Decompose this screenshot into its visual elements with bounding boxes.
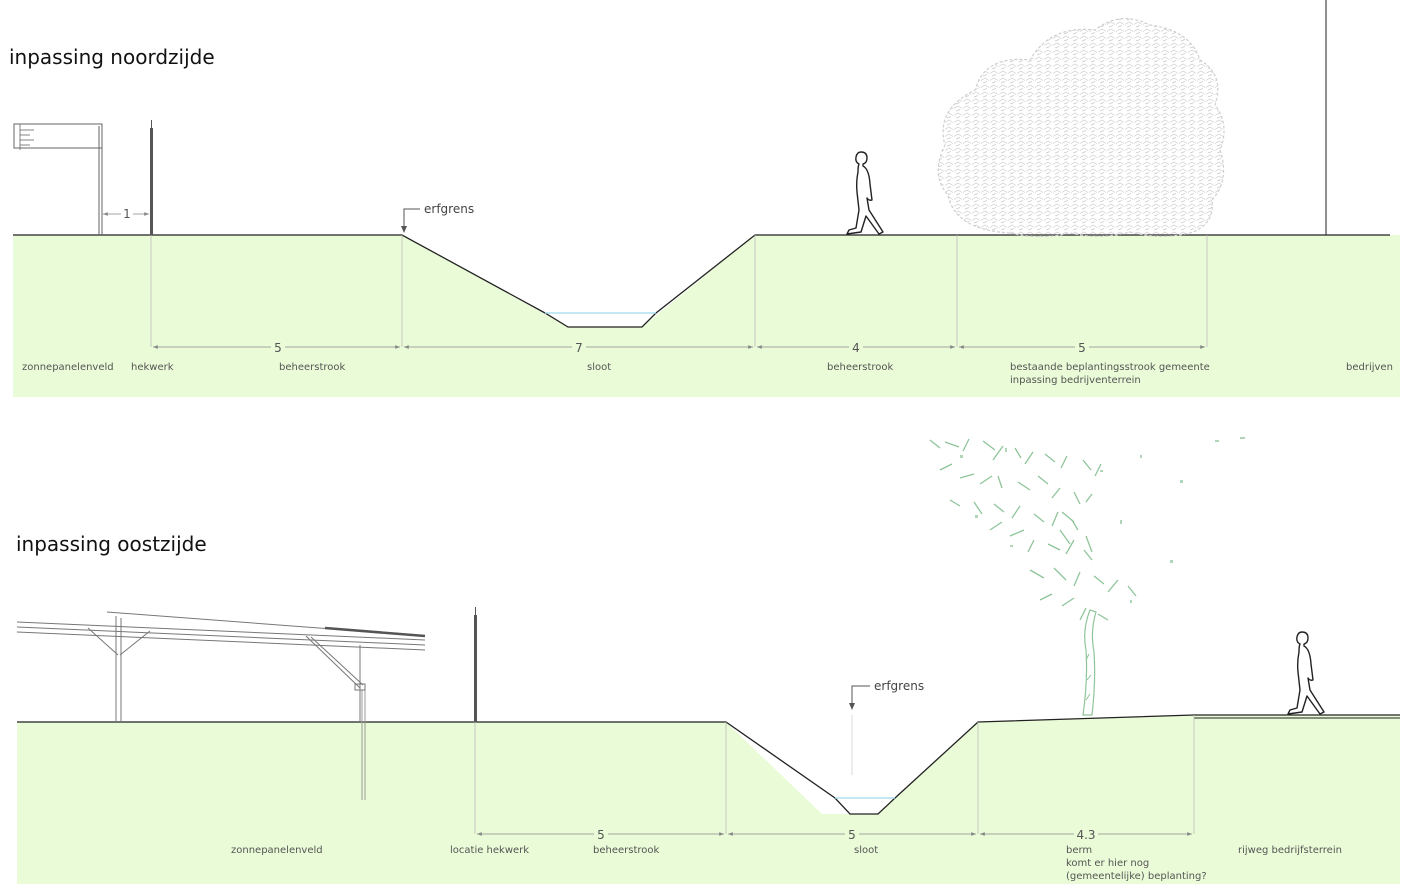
north-erfgrens-label: erfgrens: [424, 202, 474, 216]
north-label-bedrijven: bedrijven: [1346, 362, 1393, 373]
north-dim-chain: 5 7 4 5: [153, 340, 1205, 355]
north-erfgrens-marker: erfgrens: [401, 202, 474, 233]
east-label-berm-3: (gemeentelijke) beplanting?: [1066, 871, 1207, 882]
north-label-beplanting-1: bestaande beplantingsstrook gemeente: [1010, 362, 1210, 373]
east-title: inpassing oostzijde: [16, 532, 207, 556]
north-ground-line: [13, 234, 1390, 328]
east-extension-lines: [474, 715, 1195, 834]
north-dim-sloot: 7: [575, 341, 583, 355]
east-label-sloot: sloot: [854, 845, 878, 856]
north-dim-beheerstrook1: 5: [274, 341, 282, 355]
north-fence-post-icon: [150, 120, 153, 235]
north-label-beheerstrook2: beheerstrook: [827, 362, 894, 373]
north-ground: [13, 235, 1400, 397]
east-person-icon: [1287, 631, 1325, 715]
north-zone-labels: zonnepanelenveld hekwerk beheerstrook sl…: [22, 362, 1393, 386]
east-dim-beheerstrook: 5: [597, 828, 605, 842]
east-label-beheerstrook: beheerstrook: [593, 845, 660, 856]
north-title: inpassing noordzijde: [9, 45, 215, 69]
north-section: inpassing noordzijde 1: [9, 0, 1400, 397]
north-dim-beplanting: 5: [1078, 341, 1086, 355]
east-label-berm-1: berm: [1066, 845, 1092, 856]
north-person-icon: [846, 151, 884, 235]
east-section: inpassing oostzijde: [16, 437, 1400, 884]
east-label-rijweg: rijweg bedrijfsterrein: [1238, 845, 1342, 856]
east-dim-berm: 4.3: [1076, 828, 1095, 842]
east-erfgrens-marker: erfgrens: [849, 679, 924, 775]
east-label-berm-2: komt er hier nog: [1066, 858, 1149, 869]
north-solar-panel-icon: [13, 123, 103, 235]
east-tree-icon: [929, 437, 1245, 716]
east-erfgrens-label: erfgrens: [874, 679, 924, 693]
north-dim-1: 1: [103, 207, 149, 221]
east-ground: [17, 715, 1400, 884]
east-solar-panel-icon: [16, 611, 426, 800]
north-dim-1-value: 1: [123, 207, 131, 221]
north-label-beplanting-2: inpassing bedrijventerrein: [1010, 375, 1141, 386]
east-fence-post-icon: [474, 607, 477, 722]
east-dim-sloot: 5: [848, 828, 856, 842]
east-ground-line: [17, 714, 1400, 815]
east-label-zonnepanelenveld: zonnepanelenveld: [231, 845, 323, 856]
north-label-zonnepanelenveld: zonnepanelenveld: [22, 362, 114, 373]
east-label-locatie-hekwerk: locatie hekwerk: [450, 845, 529, 856]
east-zone-labels: zonnepanelenveld locatie hekwerk beheers…: [231, 845, 1342, 882]
north-label-sloot: sloot: [587, 362, 611, 373]
north-extension-lines: [150, 235, 1208, 347]
north-dim-beheerstrook2: 4: [852, 341, 860, 355]
north-tree-crown-icon: [937, 18, 1225, 238]
north-label-beheerstrook1: beheerstrook: [279, 362, 346, 373]
north-label-hekwerk: hekwerk: [131, 362, 174, 373]
east-dim-chain: 5 5 4.3: [477, 827, 1192, 842]
